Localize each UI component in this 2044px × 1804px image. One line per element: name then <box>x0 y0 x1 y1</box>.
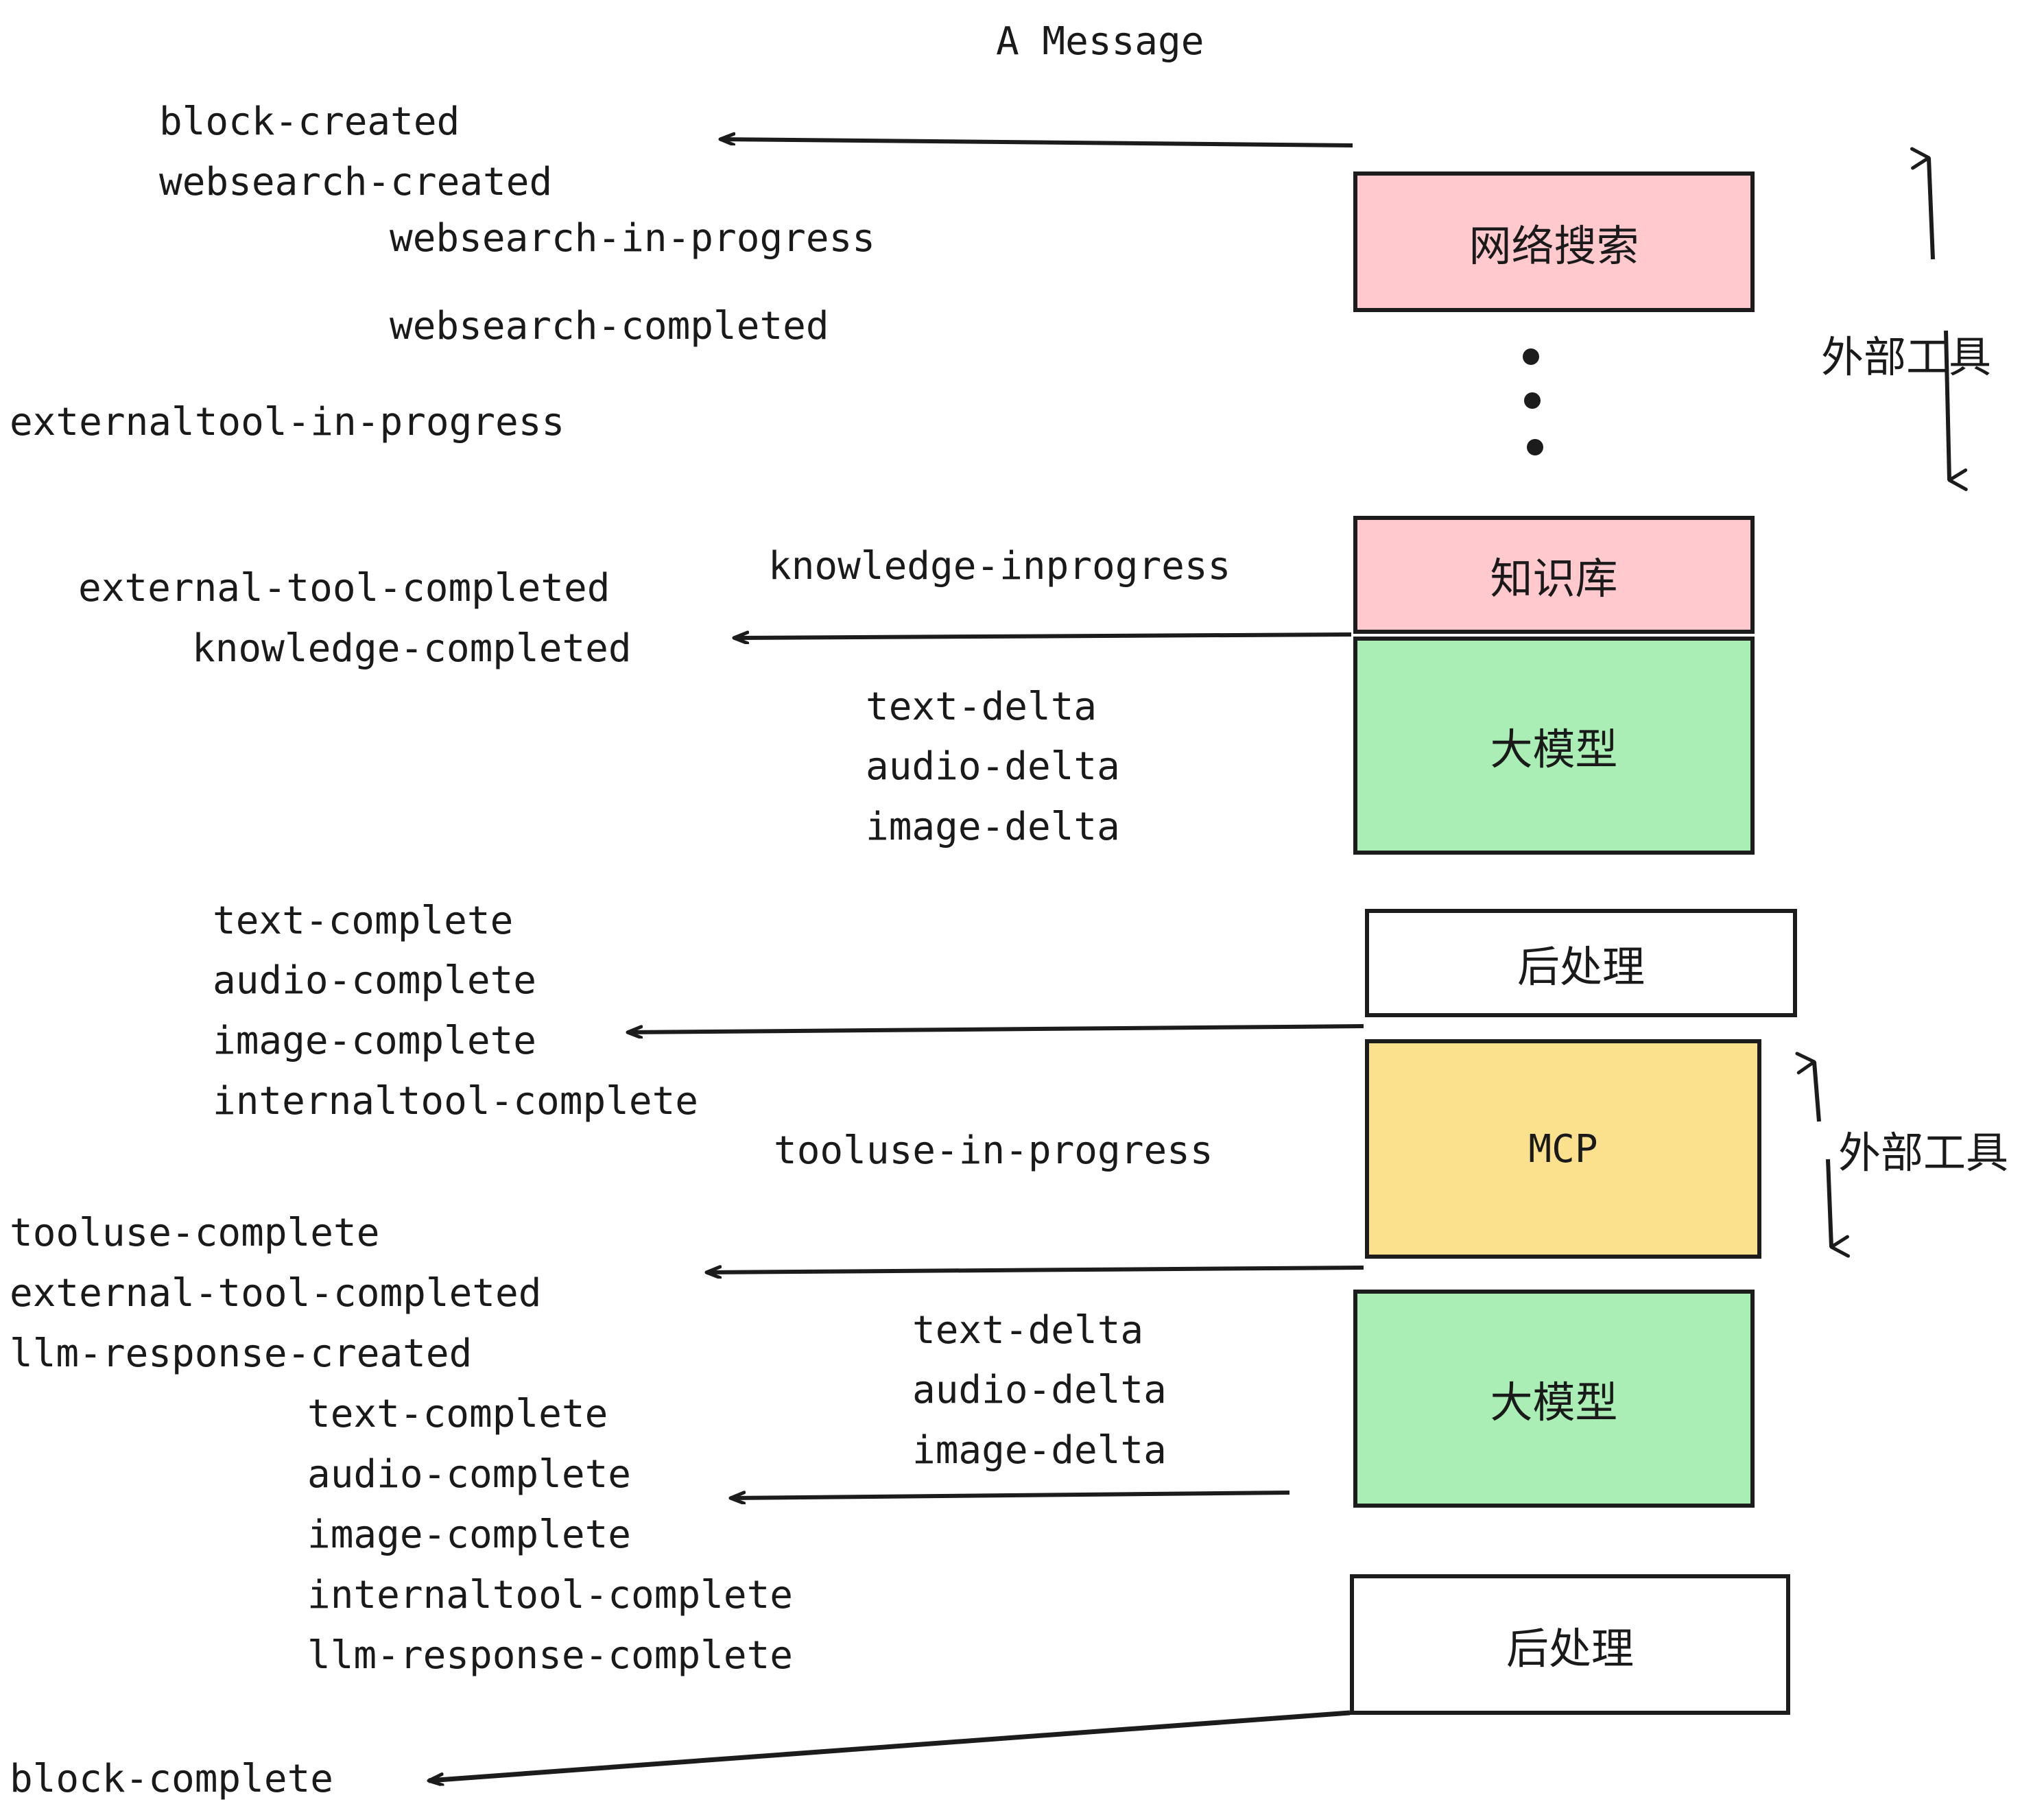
event-externaltool-in-progress: externaltool-in-progress <box>10 400 565 444</box>
event-knowledge-completed: knowledge-completed <box>192 626 632 671</box>
event-block-complete: block-complete <box>10 1757 334 1801</box>
event-websearch-in-progress: websearch-in-progress <box>390 216 876 261</box>
arrow-external-tool-up-top <box>1910 147 1935 260</box>
box-llm-1-label: 大模型 <box>1490 724 1618 774</box>
event-llm-response-created: llm-response-created <box>10 1331 473 1376</box>
box-postprocess-2-label: 后处理 <box>1506 1623 1634 1674</box>
arrow-websearch-to-left <box>720 139 1353 147</box>
event-websearch-completed: websearch-completed <box>390 304 829 348</box>
ellipsis-dot-1 <box>1523 348 1539 365</box>
arrow-postprocess1-to-left <box>628 1024 1364 1032</box>
event-text-delta-2: text-delta <box>912 1308 1144 1353</box>
event-text-complete-1: text-complete <box>213 899 514 943</box>
box-llm-1[interactable]: 大模型 <box>1353 637 1755 855</box>
box-llm-2-label: 大模型 <box>1490 1377 1618 1427</box>
box-postprocess-1-label: 后处理 <box>1517 942 1645 992</box>
arrow-postprocess2-to-left <box>429 1710 1351 1781</box>
event-external-tool-completed-2: external-tool-completed <box>10 1271 542 1316</box>
event-websearch-created: websearch-created <box>159 160 553 204</box>
event-audio-complete-1: audio-complete <box>213 958 537 1003</box>
event-internaltool-complete-2: internaltool-complete <box>307 1573 794 1617</box>
box-postprocess-2[interactable]: 后处理 <box>1350 1574 1790 1715</box>
event-text-complete-2: text-complete <box>307 1392 608 1436</box>
event-text-delta-1: text-delta <box>866 685 1097 729</box>
event-audio-delta-2: audio-delta <box>912 1368 1167 1412</box>
ellipsis-dot-3 <box>1527 439 1543 455</box>
event-audio-delta-1: audio-delta <box>866 744 1120 789</box>
box-websearch[interactable]: 网络搜索 <box>1353 171 1755 312</box>
event-tooluse-complete: tooluse-complete <box>10 1211 380 1255</box>
event-image-complete-1: image-complete <box>213 1019 537 1063</box>
event-image-complete-2: image-complete <box>307 1512 632 1557</box>
event-image-delta-1: image-delta <box>866 805 1120 849</box>
event-knowledge-inprogress: knowledge-inprogress <box>768 544 1231 589</box>
box-llm-2[interactable]: 大模型 <box>1353 1290 1755 1508</box>
diagram-title: A Message <box>996 19 1204 64</box>
event-external-tool-completed-1: external-tool-completed <box>78 566 610 610</box>
arrow-llm2-to-left <box>730 1491 1290 1498</box>
external-tool-label-bottom: 外部工具 <box>1838 1128 2009 1178</box>
ellipsis-dot-2 <box>1524 392 1541 409</box>
arrow-knowledge-to-left <box>734 634 1352 638</box>
event-image-delta-2: image-delta <box>912 1428 1167 1473</box>
event-audio-complete-2: audio-complete <box>307 1452 632 1497</box>
box-knowledge-label: 知识库 <box>1490 554 1618 604</box>
arrow-mcp-to-left <box>706 1268 1364 1272</box>
arrow-external-tool-up-bottom <box>1795 1052 1821 1122</box>
box-websearch-label: 网络搜索 <box>1469 220 1639 271</box>
external-tool-label-top: 外部工具 <box>1821 332 1992 382</box>
box-postprocess-1[interactable]: 后处理 <box>1365 909 1797 1017</box>
event-tooluse-in-progress: tooluse-in-progress <box>774 1128 1213 1173</box>
box-mcp[interactable]: MCP <box>1365 1039 1761 1259</box>
box-knowledge[interactable]: 知识库 <box>1353 516 1755 634</box>
event-llm-response-complete: llm-response-complete <box>307 1633 794 1678</box>
event-internaltool-complete-1: internaltool-complete <box>213 1079 699 1124</box>
event-block-created: block-created <box>159 99 460 144</box>
box-mcp-label: MCP <box>1528 1126 1598 1172</box>
arrow-external-tool-down-bottom <box>1826 1159 1851 1258</box>
